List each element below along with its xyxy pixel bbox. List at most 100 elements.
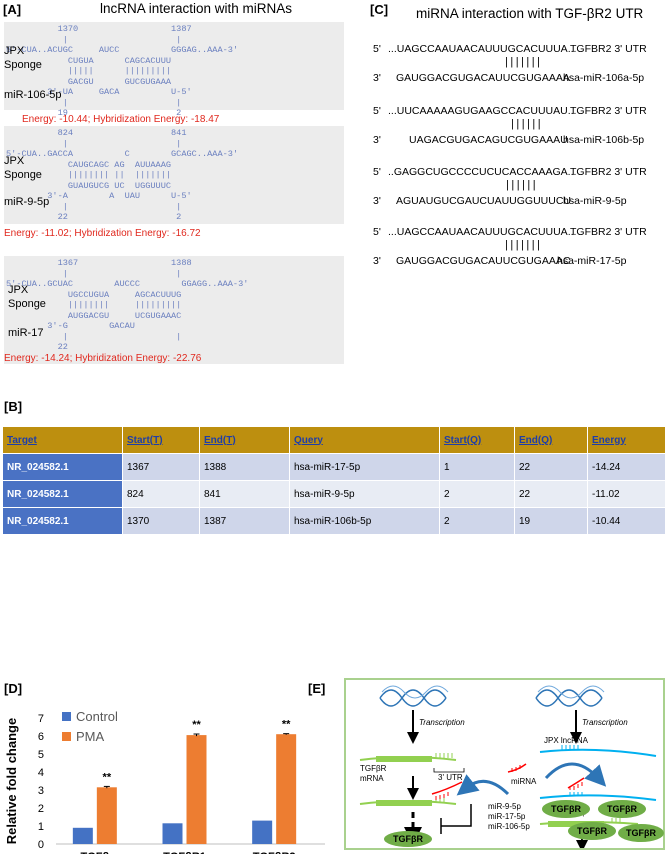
utr-pair-bars: ||||||| <box>505 239 543 251</box>
protein-left: TGFβR <box>384 831 432 847</box>
panel-c-label: [C] <box>370 2 389 17</box>
utr-top-prime: 5' <box>373 226 381 238</box>
cell-query: hsa-miR-17-5p <box>289 453 440 481</box>
mirna-list: miR-9-5p miR-17-5p miR-106-5p <box>488 802 530 832</box>
table-row: NR_024582.1 1367 1388 hsa-miR-17-5p 1 22… <box>2 453 666 481</box>
inhibition-line <box>441 804 472 827</box>
legend-label: PMA <box>76 729 105 744</box>
cell-end-t: 1387 <box>199 507 290 535</box>
y-axis-label: Relative fold change <box>4 718 19 844</box>
protein-right-1: TGFβR <box>542 800 590 818</box>
utr-top-tag: TGFBR2 3' UTR <box>570 105 647 117</box>
col-start-q[interactable]: Start(Q) <box>439 426 515 454</box>
y-tick-label: 4 <box>38 767 44 779</box>
transcription-right-label: Transcription <box>582 718 628 727</box>
duplex-1-energy: Energy: -10.44; Hybridization Energy: -1… <box>22 114 220 125</box>
col-start-t[interactable]: Start(T) <box>122 426 200 454</box>
protein-right-3: TGFβR <box>568 822 616 840</box>
bar-control <box>252 820 273 844</box>
duplex-1-text: 1370 1387 | | 5'-CUA..ACUGC AUCC GGGAG..… <box>6 24 239 118</box>
y-tick-label: 5 <box>38 749 44 761</box>
utr-pair-bars: ||||||| <box>505 56 543 68</box>
utr-top-seq: ..GAGGCUGCCCCUCUCACCAAAGA... <box>388 166 577 178</box>
mrna-label-line1: TGFβR <box>360 764 387 773</box>
mirna-list-item: miR-9-5p <box>488 802 521 811</box>
duplex-1-name: JPX Sponge <box>4 44 42 72</box>
cell-start-q: 2 <box>439 480 515 508</box>
panel-e-label: [E] <box>308 681 326 696</box>
utr-top-tag: TGFBR2 3' UTR <box>570 226 647 238</box>
mirna-bottom-prime: 3' <box>373 134 381 146</box>
duplex-3-name-line1: JPX <box>8 284 29 296</box>
duplex-2: 824 841 | | 5'-CUA..GACCA C GCAGC..AAA-3… <box>4 126 344 224</box>
dna-right-icon <box>535 685 605 707</box>
cell-end-q: 22 <box>514 480 588 508</box>
col-end-t[interactable]: End(T) <box>199 426 290 454</box>
table-header-row: Target Start(T) End(T) Query Start(Q) En… <box>2 426 666 454</box>
mirna-bottom-tag: hsa-miR-17-5p <box>557 255 627 267</box>
duplex-1-name-line2: Sponge <box>4 59 42 71</box>
mirna-bottom-seq: AGUAUGUCGAUCUAUUGGUUUCU <box>396 195 572 207</box>
mirna-bottom-tag: hsa-miR-9-5p <box>563 195 627 207</box>
dna-left-icon <box>379 685 449 707</box>
utr-top-prime: 5' <box>373 166 381 178</box>
cell-energy: -14.24 <box>587 453 666 481</box>
mrna-label-line2: mRNA <box>360 774 384 783</box>
curved-arrow-right <box>544 762 607 787</box>
lncrna-mirna-bound-icon <box>539 777 657 801</box>
utr-top-seq: ...UAGCCAAUAACAUUUGCACUUUA... <box>388 43 577 55</box>
col-query[interactable]: Query <box>289 426 440 454</box>
bar-pma <box>186 735 207 844</box>
y-tick-label: 7 <box>38 713 44 725</box>
x-tick-label: TGFβ <box>80 851 109 854</box>
cell-end-q: 22 <box>514 453 588 481</box>
legend-label: Control <box>76 709 118 724</box>
utr-top-tag: TGFBR2 3' UTR <box>570 43 647 55</box>
mirna-icon <box>507 763 527 773</box>
duplex-2-energy: Energy: -11.02; Hybridization Energy: -1… <box>4 228 201 239</box>
x-tick-label: TGFβR1 <box>163 851 206 854</box>
mirna-label: miRNA <box>511 777 537 786</box>
significance-label: ** <box>282 719 291 731</box>
duplex-3: 1367 1388 | | 5'-CUA..GCUAC AUCCC GGAGG.… <box>4 256 344 364</box>
table-row: NR_024582.1 824 841 hsa-miR-9-5p 2 22 -1… <box>2 480 666 508</box>
significance-label: ** <box>103 771 112 783</box>
utr-top-tag: TGFBR2 3' UTR <box>570 166 647 178</box>
y-tick-label: 0 <box>38 839 44 851</box>
cell-energy: -11.02 <box>587 480 666 508</box>
duplex-2-name-line1: JPX <box>4 155 25 167</box>
panel-d-label: [D] <box>4 681 23 696</box>
utr-top-prime: 5' <box>373 105 381 117</box>
bar-pma <box>276 734 297 844</box>
duplex-2-name: JPX Sponge <box>4 154 42 182</box>
mirna-bottom-seq: GAUGGACGUGACAUUCGUGAAAC <box>396 255 571 267</box>
x-tick-label: TGFβR2 <box>253 851 296 854</box>
y-tick-label: 2 <box>38 803 44 815</box>
mirna-list-item: miR-106-5p <box>488 822 530 831</box>
col-target[interactable]: Target <box>2 426 123 454</box>
lncrna-label: JPX lncRNA <box>544 736 589 745</box>
panel-a-title: lncRNA interaction with miRNAs <box>100 1 293 16</box>
mrna-icon <box>359 753 465 773</box>
lncrna-icon <box>539 745 657 757</box>
legend-swatch <box>62 732 71 741</box>
cell-end-t: 1388 <box>199 453 290 481</box>
mirna-bottom-seq: GAUGGACGUGACAUUCGUGAAAA <box>396 72 570 84</box>
duplex-2-name-line2: Sponge <box>4 169 42 181</box>
mirna-bottom-prime: 3' <box>373 72 381 84</box>
col-energy[interactable]: Energy <box>587 426 666 454</box>
mirna-bottom-prime: 3' <box>373 195 381 207</box>
panel-b-label: [B] <box>4 399 23 414</box>
bar-control <box>72 827 93 844</box>
duplex-3-mirna: miR-17 <box>8 327 44 339</box>
cell-target: NR_024582.1 <box>2 480 123 508</box>
legend-swatch <box>62 712 71 721</box>
bar-pma <box>96 787 117 844</box>
mrna-mirna-bound-icon <box>359 781 463 806</box>
target-table: Target Start(T) End(T) Query Start(Q) En… <box>2 426 666 535</box>
col-end-q[interactable]: End(Q) <box>514 426 588 454</box>
mirna-bottom-seq: UAGACGUGACAGUCGUGAAAU <box>409 134 568 146</box>
significance-label: ** <box>192 719 201 731</box>
cell-energy: -10.44 <box>587 507 666 535</box>
